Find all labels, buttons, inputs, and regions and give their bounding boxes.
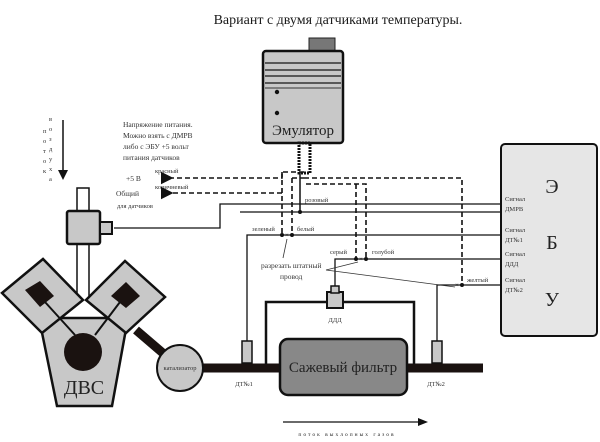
- common-terminal-sub: для датчиков: [117, 203, 153, 210]
- ecu-signal-label: Сигнал: [505, 196, 526, 203]
- wire-label-blue: голубой: [372, 249, 395, 256]
- ddd-label: ДДД: [328, 317, 342, 324]
- air-flow-label-char: п: [43, 128, 47, 135]
- wire-ddd-signal: [334, 258, 500, 290]
- wire-dmrv-signal: [114, 203, 500, 229]
- wire-yellow: [304, 177, 463, 285]
- ecu-signal-label: Сигнал: [505, 227, 526, 234]
- air-flow-indicator: п о т о к в о з д у х а: [43, 116, 68, 183]
- air-flow-label-char: о: [43, 138, 46, 145]
- emulator-led-icon: [274, 110, 280, 116]
- wire-label-red: красный: [155, 168, 179, 175]
- air-flow-label-char: о: [43, 158, 46, 165]
- wire-dt2-signal: [436, 284, 500, 345]
- dt2-sensor: [431, 340, 443, 364]
- emulator-label: Эмулятор: [272, 123, 334, 139]
- wire-blue: [306, 183, 367, 259]
- exhaust-flow-arrow-head: [418, 418, 428, 426]
- ecu-body: [500, 143, 598, 337]
- supply-note: Напряжение питания. Можно взять с ДМРВ л…: [123, 120, 193, 162]
- engine-label: ДВС: [64, 377, 104, 399]
- ecu-signal-label: ДДД: [505, 261, 519, 268]
- ecu-letter: Б: [546, 232, 557, 254]
- catalyst-label: катализатор: [164, 365, 197, 372]
- cut-mark-icon: ×: [455, 282, 459, 289]
- dpf-label: Сажевый фильтр: [289, 360, 397, 376]
- wire-label-yellow: желтый: [466, 277, 489, 284]
- emulator-cable: [297, 141, 312, 175]
- wire-label-brown: коричневый: [155, 184, 189, 191]
- dt1-label: ДТ№1: [235, 381, 253, 388]
- ecu-letter: У: [545, 289, 560, 311]
- air-flow-label-char: х: [49, 166, 53, 173]
- maf-sensor-body: [65, 209, 102, 246]
- wire-label-pink: розовый: [305, 197, 329, 204]
- air-flow-label-char: д: [49, 146, 53, 153]
- air-flow-label-char: о: [49, 126, 52, 133]
- ecu-signal-label: ДТ№2: [505, 287, 523, 294]
- exhaust-manifold: [133, 326, 167, 358]
- ecu-signal-label: Сигнал: [505, 277, 526, 284]
- ddd-sensor: [326, 291, 344, 309]
- air-flow-label-char: у: [49, 156, 53, 163]
- air-flow-label-char: в: [49, 116, 52, 123]
- diagram-title: Вариант с двумя датчиками температуры.: [214, 13, 463, 28]
- air-flow-label-char: а: [49, 176, 52, 183]
- ecu-letter: Э: [545, 176, 558, 198]
- air-flow-arrow-head: [58, 170, 68, 180]
- supply-note-line: Напряжение питания.: [123, 120, 193, 129]
- cut-note-line2: провод: [280, 272, 303, 281]
- wire-red: [160, 171, 304, 185]
- air-flow-label-char: т: [43, 148, 46, 155]
- maf-sensor: [65, 187, 113, 300]
- ecu: Э Б У Сигнал ДМРВ Сигнал ДТ№1 Сигнал ДДД…: [500, 143, 598, 337]
- exhaust-flow-label: поток выхлопных газов: [298, 432, 395, 438]
- dt1-sensor: [241, 340, 253, 364]
- cut-mark-icon: ×: [359, 256, 363, 263]
- emulator-wires: [160, 171, 463, 285]
- air-flow-label-char: к: [43, 168, 47, 175]
- supply-note-line: либо с ЭБУ +5 вольт: [123, 142, 189, 151]
- wire-label-gray: серый: [330, 249, 347, 256]
- emulator: Эмулятор: [261, 37, 345, 175]
- supply-note-line: Можно взять с ДМРВ: [123, 131, 193, 140]
- ecu-signal-label: ДТ№1: [505, 237, 523, 244]
- ecu-signal-label: ДМРВ: [505, 206, 524, 213]
- cut-note-line1: разрезать штатный: [261, 261, 322, 270]
- signal-wires: × × ×: [114, 203, 500, 345]
- dt2-label: ДТ№2: [427, 381, 445, 388]
- crankshaft-icon: [64, 333, 102, 371]
- common-terminal: Общий: [116, 189, 139, 198]
- plus5v-terminal: +5 В: [126, 174, 141, 183]
- wire-label-green: зеленый: [252, 226, 275, 233]
- emulator-led-icon: [274, 89, 280, 95]
- ecu-signal-label: Сигнал: [505, 251, 526, 258]
- cut-mark-icon: ×: [285, 232, 289, 239]
- engine: ДВС: [0, 257, 167, 408]
- catalyst: [156, 344, 204, 392]
- dpf: [278, 337, 409, 397]
- supply-note-line: питания датчиков: [123, 153, 180, 162]
- wire-label-white: белый: [297, 226, 315, 233]
- wire-dt1-signal: [246, 234, 500, 345]
- air-flow-label-char: з: [49, 136, 52, 143]
